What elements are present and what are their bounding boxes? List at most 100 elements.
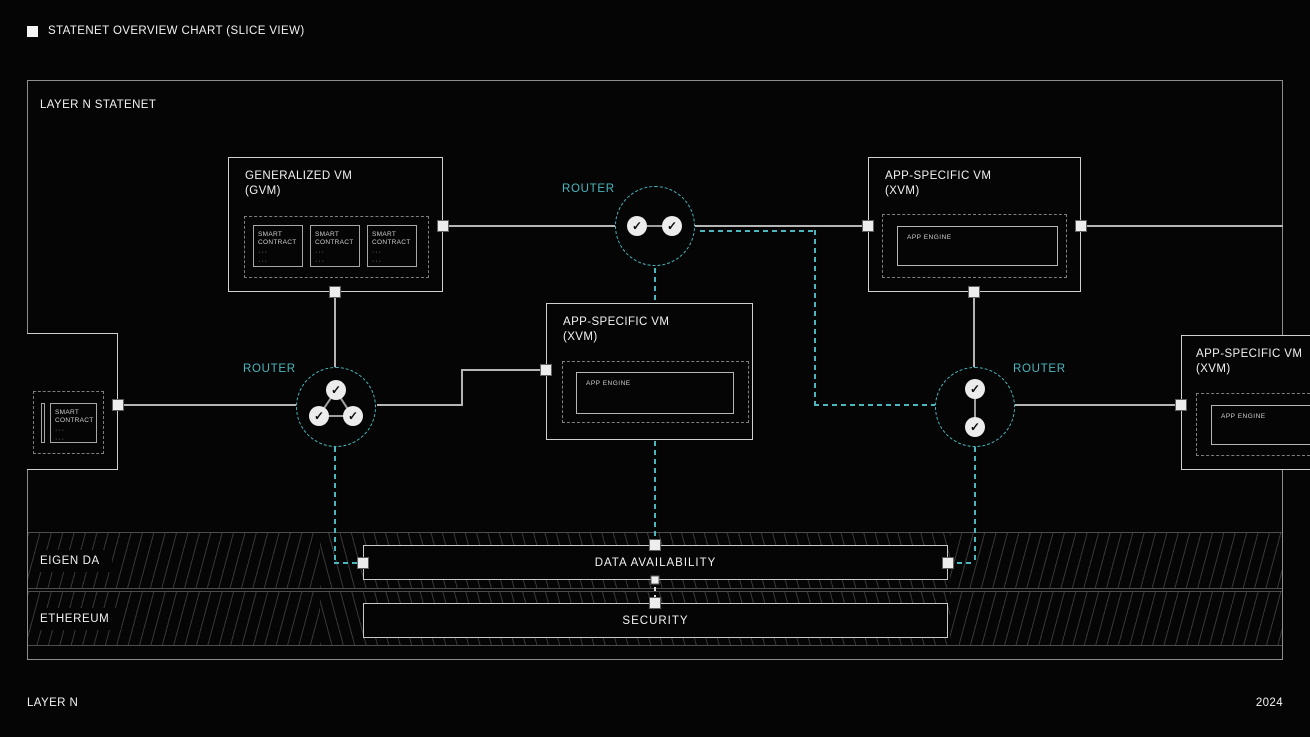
app-engine-box: APP ENGINE bbox=[897, 226, 1058, 266]
smart-contract-box: SMART CONTRACT ··· ··· bbox=[50, 403, 97, 443]
footer-brand: LAYER N bbox=[27, 697, 79, 709]
xvm-title-line2: (XVM) bbox=[885, 185, 920, 197]
smart-contract-dots: ··· bbox=[315, 258, 325, 265]
smart-contract-label: SMART CONTRACT bbox=[55, 409, 94, 424]
app-engine-label: APP ENGINE bbox=[586, 380, 631, 387]
dash-da-to-security bbox=[654, 579, 656, 604]
eigen-da-label: EIGEN DA bbox=[40, 549, 112, 572]
app-engine-box: APP ENGINE bbox=[1211, 405, 1310, 445]
left-partial-vm-box: SMART CONTRACT ··· ··· bbox=[27, 333, 118, 470]
hatch-pattern bbox=[950, 592, 1282, 645]
smart-contract-dots: ··· bbox=[372, 249, 382, 256]
smart-contract-dots: ··· bbox=[258, 258, 268, 265]
app-engine-box: APP ENGINE bbox=[576, 372, 734, 414]
security-label: SECURITY bbox=[622, 614, 689, 627]
dash-right-router-to-da-1 bbox=[974, 447, 976, 564]
smart-contract-box: SMART CONTRACT ··· ··· bbox=[253, 225, 303, 267]
check-icon: ✓ bbox=[326, 380, 346, 400]
eigen-da-band: EIGEN DA DATA AVAILABILITY bbox=[28, 532, 1282, 589]
data-availability-label: DATA AVAILABILITY bbox=[594, 556, 717, 569]
page-title: STATENET OVERVIEW CHART (SLICE VIEW) bbox=[48, 25, 305, 37]
smart-contract-dots: ··· bbox=[315, 249, 325, 256]
dash-top-router-east-2 bbox=[814, 230, 816, 406]
left-router-circle bbox=[296, 367, 376, 447]
xvm-mid-engine-container: APP ENGINE bbox=[562, 361, 749, 423]
dash-to-right-router bbox=[814, 404, 936, 406]
smart-contract-dots: ··· bbox=[55, 436, 65, 443]
left-partial-container: SMART CONTRACT ··· ··· bbox=[33, 391, 104, 454]
title-bullet-square-icon bbox=[27, 26, 38, 37]
check-icon: ✓ bbox=[965, 417, 985, 437]
app-engine-label: APP ENGINE bbox=[907, 234, 952, 241]
gvm-title-line1: GENERALIZED VM bbox=[245, 170, 353, 182]
line-top-router-to-xvm bbox=[694, 225, 868, 227]
line-gvm-to-left-router bbox=[334, 292, 336, 368]
connector-square bbox=[649, 597, 661, 609]
line-left-router-to-mid-xvm bbox=[461, 369, 547, 371]
line-leftbox-to-left-router bbox=[124, 404, 298, 406]
line-xvm-to-border bbox=[1087, 225, 1283, 227]
right-partial-xvm-box: APP-SPECIFIC VM (XVM) APP ENGINE bbox=[1181, 335, 1310, 470]
gvm-title-line2: (GVM) bbox=[245, 185, 281, 197]
dash-right-router-to-da-2 bbox=[948, 562, 975, 564]
smart-contract-box-clipped bbox=[41, 403, 45, 443]
ethereum-label: ETHEREUM bbox=[40, 607, 122, 630]
container-label: LAYER N STATENET bbox=[40, 99, 157, 111]
xvm-top-title: APP-SPECIFIC VM (XVM) bbox=[885, 169, 991, 199]
dash-top-router-east-1 bbox=[700, 230, 815, 232]
gvm-box: GENERALIZED VM (GVM) SMART CONTRACT ··· … bbox=[228, 157, 443, 292]
router-label-top: ROUTER bbox=[562, 183, 615, 195]
check-icon: ✓ bbox=[662, 216, 682, 236]
xvm-box-middle: APP-SPECIFIC VM (XVM) APP ENGINE bbox=[546, 303, 753, 440]
connector-square bbox=[1175, 399, 1187, 411]
smart-contract-box: SMART CONTRACT ··· ··· bbox=[310, 225, 360, 267]
line-left-router-right-1 bbox=[377, 404, 463, 406]
connector-square bbox=[650, 575, 660, 585]
connector-square bbox=[1075, 220, 1087, 232]
connector-square bbox=[862, 220, 874, 232]
router-label-right: ROUTER bbox=[1013, 363, 1066, 375]
check-icon: ✓ bbox=[627, 216, 647, 236]
dash-top-router-to-mid-xvm bbox=[654, 268, 656, 304]
check-icon: ✓ bbox=[309, 406, 329, 426]
gvm-contracts-container: SMART CONTRACT ··· ··· SMART CONTRACT ··… bbox=[244, 216, 429, 278]
connector-square bbox=[112, 399, 124, 411]
gvm-title: GENERALIZED VM (GVM) bbox=[245, 169, 352, 199]
app-engine-label: APP ENGINE bbox=[1221, 413, 1266, 420]
smart-contract-box: SMART CONTRACT ··· ··· bbox=[367, 225, 417, 267]
footer-year: 2024 bbox=[1255, 697, 1283, 709]
dash-mid-xvm-to-da bbox=[654, 441, 656, 546]
smart-contract-dots: ··· bbox=[372, 258, 382, 265]
connector-square bbox=[329, 286, 341, 298]
xvm-title-line1: APP-SPECIFIC VM bbox=[885, 170, 992, 182]
data-availability-box: DATA AVAILABILITY bbox=[363, 545, 948, 580]
line-left-router-right-2 bbox=[461, 370, 463, 406]
xvm-title-line1: APP-SPECIFIC VM bbox=[1196, 348, 1303, 360]
connector-square bbox=[437, 220, 449, 232]
top-router-check-link bbox=[645, 225, 665, 227]
check-icon: ✓ bbox=[965, 379, 985, 399]
check-icon: ✓ bbox=[343, 406, 363, 426]
xvm-title-line2: (XVM) bbox=[563, 331, 598, 343]
router-label-left: ROUTER bbox=[243, 363, 296, 375]
xvm-top-engine-container: APP ENGINE bbox=[882, 214, 1067, 278]
smart-contract-label: SMART CONTRACT bbox=[372, 231, 411, 246]
xvm-title-line1: APP-SPECIFIC VM bbox=[563, 316, 670, 328]
dash-left-router-to-da-2 bbox=[334, 562, 363, 564]
smart-contract-label: SMART CONTRACT bbox=[258, 231, 297, 246]
connector-square bbox=[968, 286, 980, 298]
right-router-check-link bbox=[974, 397, 976, 419]
xvm-box-top: APP-SPECIFIC VM (XVM) APP ENGINE bbox=[868, 157, 1081, 292]
xvm-right-engine-container: APP ENGINE bbox=[1196, 393, 1310, 456]
smart-contract-dots: ··· bbox=[258, 249, 268, 256]
connector-square bbox=[357, 557, 369, 569]
hatch-pattern bbox=[950, 533, 1282, 588]
xvm-right-title: APP-SPECIFIC VM (XVM) bbox=[1196, 347, 1302, 377]
left-router-check-link bbox=[322, 415, 350, 417]
dash-left-router-to-da-1 bbox=[334, 447, 336, 564]
smart-contract-label: SMART CONTRACT bbox=[315, 231, 354, 246]
line-gvm-to-top-router bbox=[443, 225, 616, 227]
connector-square bbox=[649, 539, 661, 551]
line-xvm-to-right-router bbox=[973, 292, 975, 368]
